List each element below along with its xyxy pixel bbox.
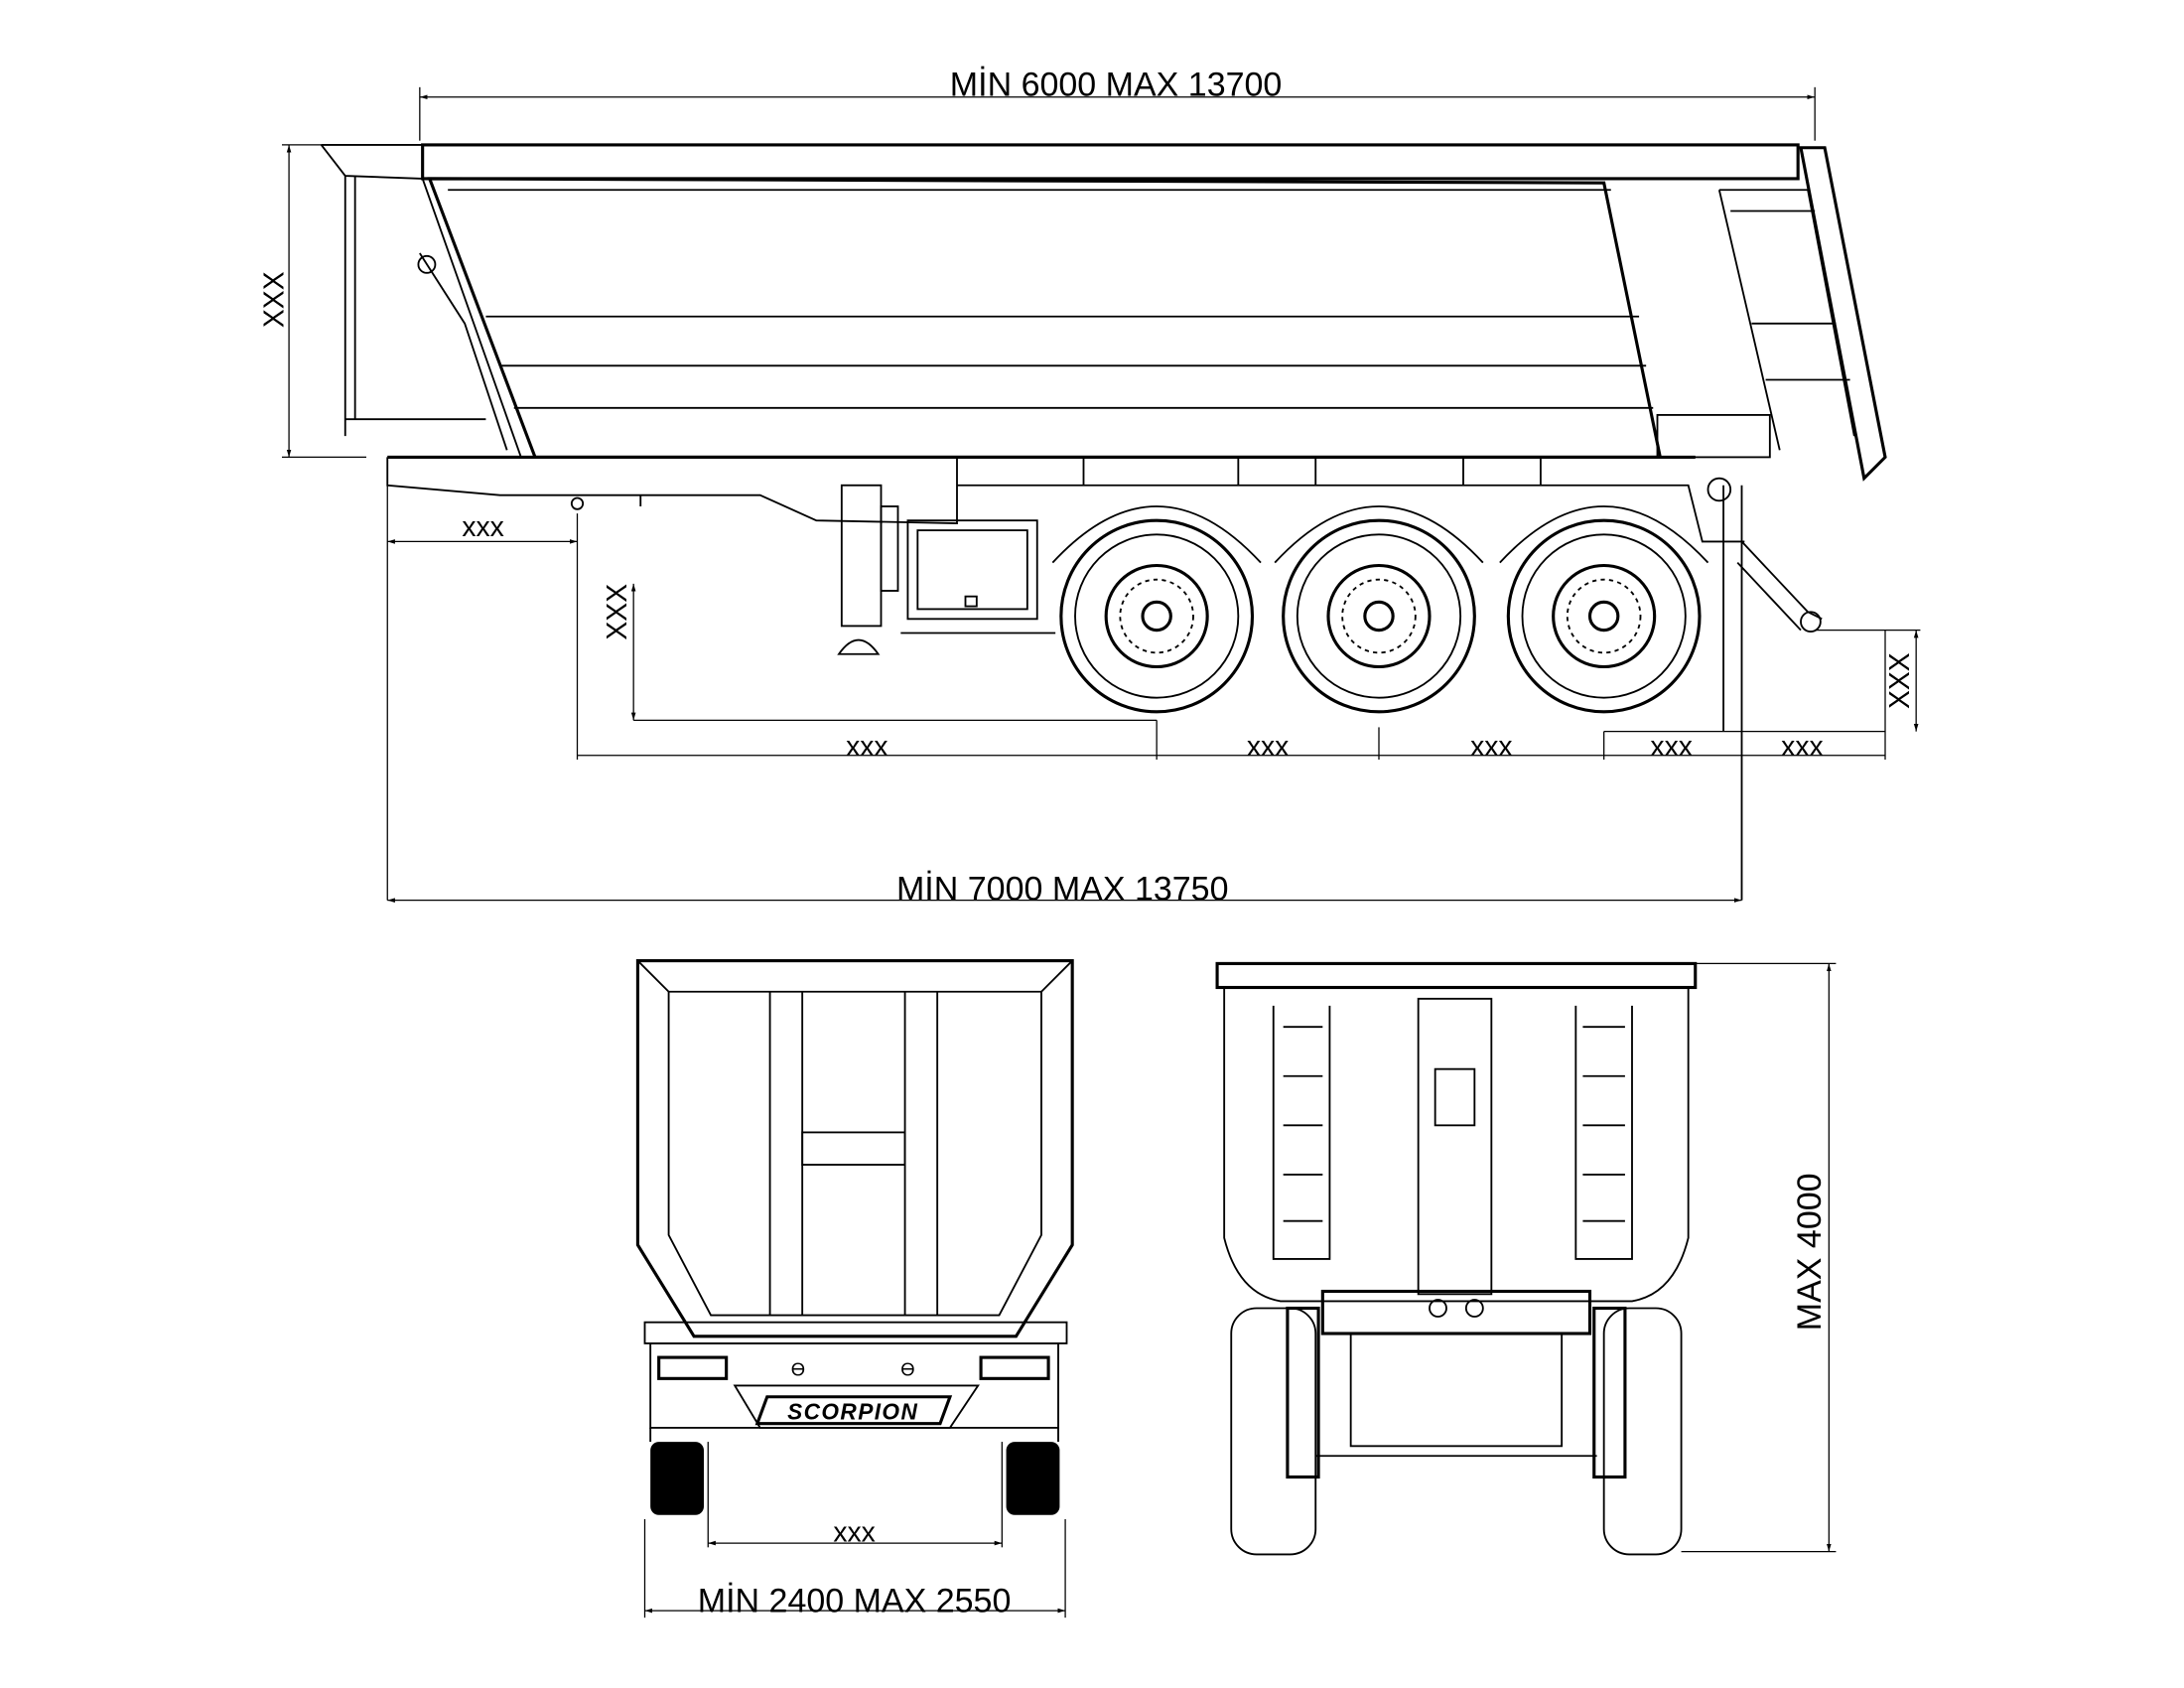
toolbox — [906, 519, 1038, 621]
tipper-body — [427, 177, 1663, 459]
axle-spacing-2-label: xxx — [1470, 731, 1513, 763]
side-view: MİN 6000 MAX 13700 XXX — [258, 66, 1921, 909]
wheel-3 — [1506, 518, 1702, 714]
brand-logo-plate — [754, 1395, 953, 1426]
tail-light-left — [657, 1355, 729, 1380]
height-label: MAX 4000 — [1791, 1173, 1829, 1331]
rear-wheel-right — [1006, 1442, 1060, 1515]
track-width-label: xxx — [833, 1517, 876, 1549]
brand-logo: SCORPION — [787, 1398, 918, 1424]
kingpin-to-axle-label: xxx — [846, 731, 888, 763]
landing-gear — [840, 484, 883, 628]
body-height-label: XXX — [258, 271, 290, 328]
svg-text:ϴ: ϴ — [791, 1359, 805, 1380]
wheel-1 — [1059, 518, 1255, 714]
axle-spacing-1-label: xxx — [1247, 731, 1290, 763]
front-wheel-left — [1230, 1307, 1317, 1556]
front-overhang-label: xxx — [462, 511, 504, 543]
rear-door — [1799, 146, 1887, 482]
rear-view: ϴ ϴ SCORPION xxx MİN 2400 MAX 2550 — [635, 959, 1074, 1620]
body-top-rail — [421, 143, 1800, 181]
wheel-2 — [1282, 518, 1476, 714]
svg-text:ϴ: ϴ — [900, 1359, 914, 1380]
width-label: MİN 2400 MAX 2550 — [698, 1583, 1012, 1620]
front-view: MAX 4000 — [1215, 961, 1837, 1556]
coupling-height-label: XXX — [602, 584, 633, 640]
body-length-label: MİN 6000 MAX 13700 — [950, 66, 1283, 103]
total-length-label: MİN 7000 MAX 13750 — [896, 871, 1229, 909]
rear-overhang-label: xxx — [1781, 731, 1824, 763]
front-wheel-right — [1602, 1307, 1683, 1556]
rear-height-label: XXX — [1884, 652, 1916, 709]
tail-light-right — [979, 1355, 1050, 1380]
rear-axle-label: xxx — [1650, 731, 1693, 763]
rear-wheel-left — [650, 1442, 704, 1515]
